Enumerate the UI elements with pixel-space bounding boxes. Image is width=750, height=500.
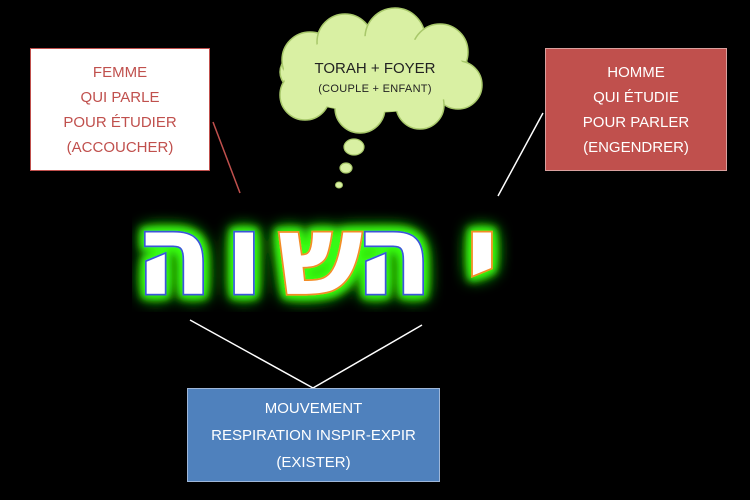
thought-cloud	[279, 7, 483, 189]
hebrew-letter: ו	[225, 191, 263, 312]
thought-bubble-small	[335, 181, 343, 189]
connector-femme	[212, 121, 241, 194]
mouvement-box: MOUVEMENT RESPIRATION INSPIR-EXPIR (EXIS…	[187, 388, 440, 482]
femme-line-4: (ACCOUCHER)	[66, 138, 174, 156]
hebrew-letter: ה	[136, 191, 213, 312]
connector-homme	[497, 112, 544, 197]
hebrew-letter: ה	[356, 191, 433, 312]
connector-mouvement-left	[189, 319, 314, 389]
femme-line-3: POUR ÉTUDIER	[63, 113, 177, 131]
hebrew-letter: ש	[278, 191, 363, 312]
mouvement-line-1: MOUVEMENT	[264, 399, 363, 417]
cloud-title: TORAH + FOYER	[314, 60, 436, 77]
mouvement-line-3: (EXISTER)	[276, 453, 351, 471]
homme-line-2: QUI ÉTUDIE	[593, 88, 679, 106]
connector-mouvement-right	[312, 324, 423, 389]
cloud-subtitle: (COUPLE + ENFANT)	[318, 83, 432, 95]
femme-line-1: FEMME	[92, 63, 148, 81]
mouvement-line-2: RESPIRATION INSPIR-EXPIR	[211, 426, 416, 444]
femme-line-2: QUI PARLE	[80, 88, 160, 106]
femme-box: FEMME QUI PARLE POUR ÉTUDIER (ACCOUCHER)	[30, 48, 210, 171]
cloud-label: TORAH + FOYER (COUPLE + ENFANT)	[290, 58, 460, 98]
homme-line-4: (ENGENDRER)	[583, 138, 689, 156]
homme-line-1: HOMME	[607, 63, 665, 81]
hebrew-letter: י	[466, 191, 499, 312]
homme-line-3: POUR PARLER	[582, 113, 690, 131]
thought-bubble-large	[343, 138, 365, 156]
homme-box: HOMME QUI ÉTUDIE POUR PARLER (ENGENDRER)	[545, 48, 727, 171]
thought-bubble-medium	[339, 162, 353, 174]
